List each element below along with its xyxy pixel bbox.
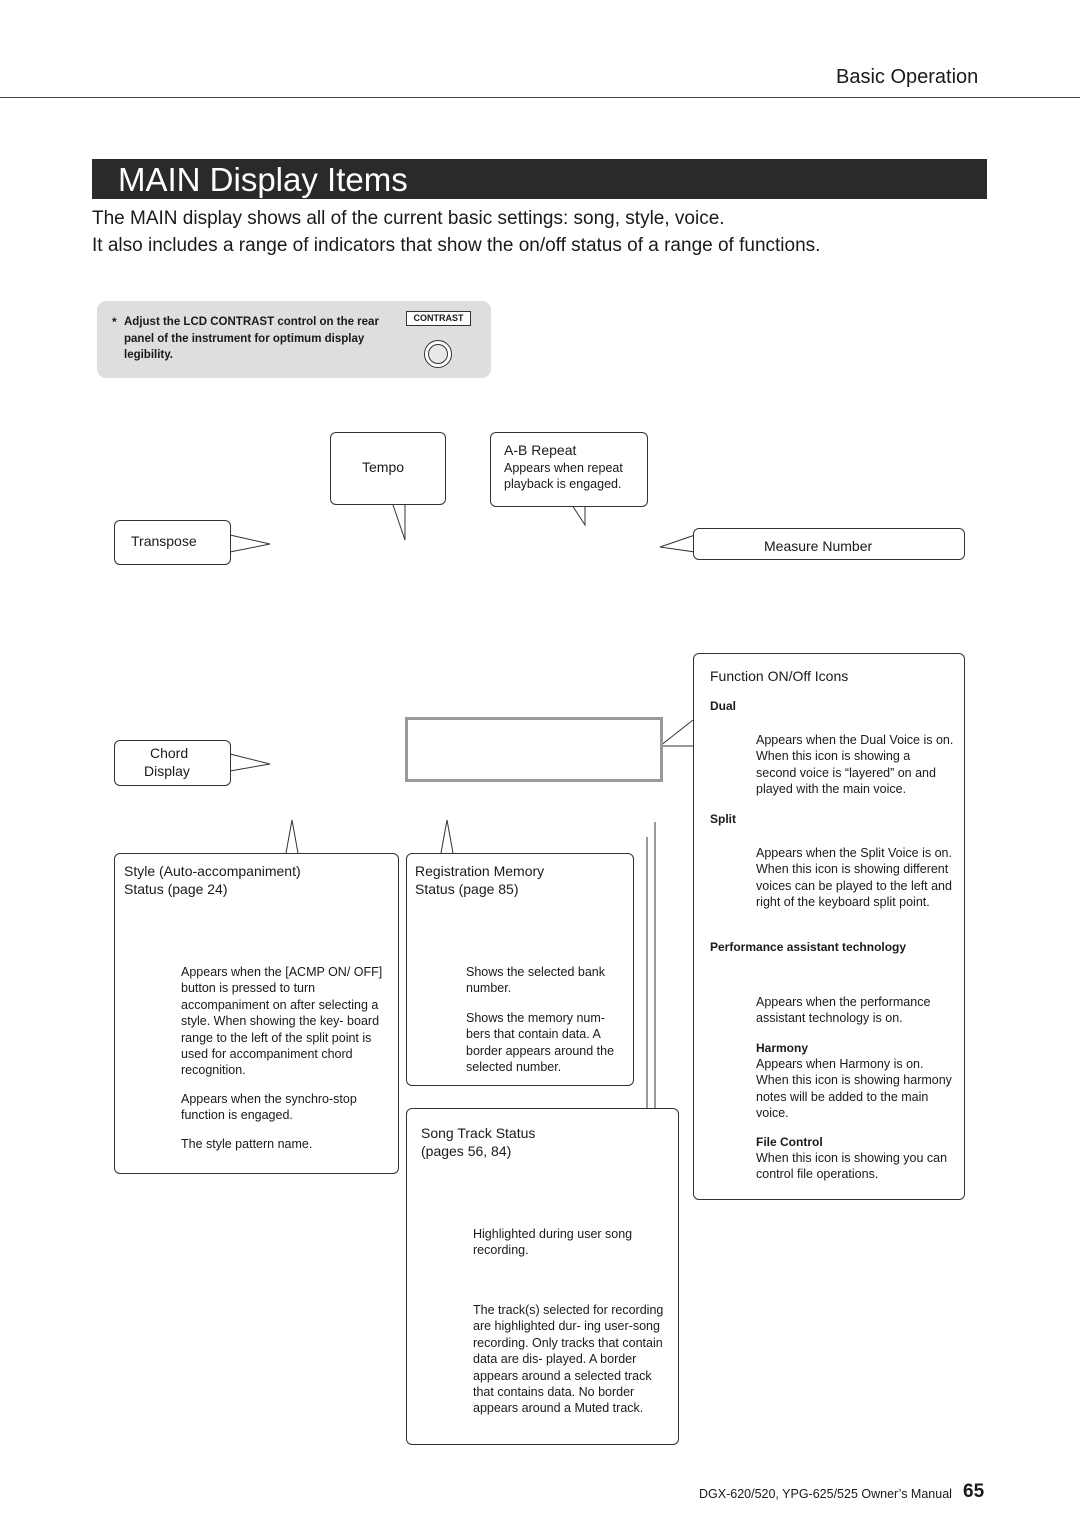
style-pattern-desc: The style pattern name.	[181, 1137, 313, 1151]
function-pointer	[658, 719, 694, 747]
registration-memory-desc: Shows the memory num- bers that contain …	[466, 1011, 615, 1075]
ab-repeat-callout	[490, 432, 648, 507]
tempo-label: Tempo	[362, 459, 405, 475]
style-sync-desc: Appears when the synchro-stop function i…	[181, 1092, 357, 1123]
tempo-callout	[330, 432, 446, 505]
harmony-desc: Appears when Harmony is on. When this ic…	[756, 1057, 952, 1121]
file-control-label: File Control	[756, 1135, 823, 1149]
split-label: Split	[710, 812, 736, 826]
pat-desc: Appears when the performance assistant t…	[756, 995, 931, 1026]
ab-repeat-desc: Appears when repeat playback is engaged.	[504, 461, 623, 492]
pat-label: Performance assistant technology	[710, 940, 907, 954]
registration-bank-desc: Shows the selected bank number.	[466, 965, 605, 996]
style-acmp-desc: Appears when the [ACMP ON/ OFF] button i…	[181, 965, 383, 1078]
chord-display-callout	[114, 740, 231, 786]
intro-line-1: The MAIN display shows all of the curren…	[92, 208, 725, 229]
contrast-knob-inner	[428, 344, 448, 364]
file-control-desc: When this icon is showing you can contro…	[756, 1151, 948, 1182]
chord-display-label-1: Chord	[150, 745, 189, 761]
header-rule	[0, 97, 1080, 98]
measure-pointer	[659, 534, 696, 553]
section-label: Basic Operation	[836, 66, 979, 88]
harmony-label: Harmony	[756, 1041, 809, 1055]
lcd-display-frame	[405, 717, 663, 782]
registration-pointer	[440, 819, 454, 854]
song-track-highlight-desc: Highlighted during user song recording.	[473, 1227, 633, 1258]
page-title: MAIN Display Items	[118, 161, 408, 198]
split-desc: Appears when the Split Voice is on. When…	[756, 846, 952, 910]
measure-number-label: Measure Number	[764, 538, 873, 554]
function-icons-callout	[693, 653, 965, 1200]
contrast-label: CONTRAST	[406, 311, 471, 326]
chord-pointer	[229, 753, 271, 772]
style-status-title-2: Status (page 24)	[124, 881, 228, 897]
transpose-label: Transpose	[131, 533, 197, 549]
song-track-callout	[406, 1108, 679, 1445]
song-track-tracks-desc: The track(s) selected for recording are …	[473, 1303, 664, 1416]
title-bar	[92, 159, 987, 199]
ab-repeat-pointer	[571, 504, 586, 527]
footer-manual-title: DGX-620/520, YPG-625/525 Owner’s Manual	[699, 1487, 952, 1501]
dual-label: Dual	[710, 699, 737, 713]
style-status-title-1: Style (Auto-accompaniment)	[124, 863, 301, 879]
transpose-callout	[114, 520, 231, 565]
function-icons-title: Function ON/Off Icons	[710, 668, 849, 684]
measure-number-callout	[693, 528, 965, 560]
note-asterisk: *	[112, 315, 117, 329]
dual-desc: Appears when the Dual Voice is on. When …	[756, 733, 954, 797]
tempo-pointer	[391, 501, 406, 541]
registration-title-1: Registration Memory	[415, 863, 545, 879]
style-status-callout	[114, 853, 399, 1174]
transpose-pointer	[229, 534, 271, 553]
ab-repeat-title: A-B Repeat	[504, 442, 577, 458]
registration-callout	[406, 853, 634, 1086]
page-number: 65	[963, 1481, 985, 1502]
registration-title-2: Status (page 85)	[415, 881, 519, 897]
song-track-title-2: (pages 56, 84)	[421, 1143, 512, 1159]
intro-line-2: It also includes a range of indicators t…	[92, 235, 821, 256]
style-pointer	[285, 819, 299, 854]
contrast-note-text: Adjust the LCD CONTRAST control on the r…	[124, 316, 379, 361]
chord-display-label-2: Display	[144, 763, 190, 779]
song-track-title-1: Song Track Status	[421, 1125, 536, 1141]
